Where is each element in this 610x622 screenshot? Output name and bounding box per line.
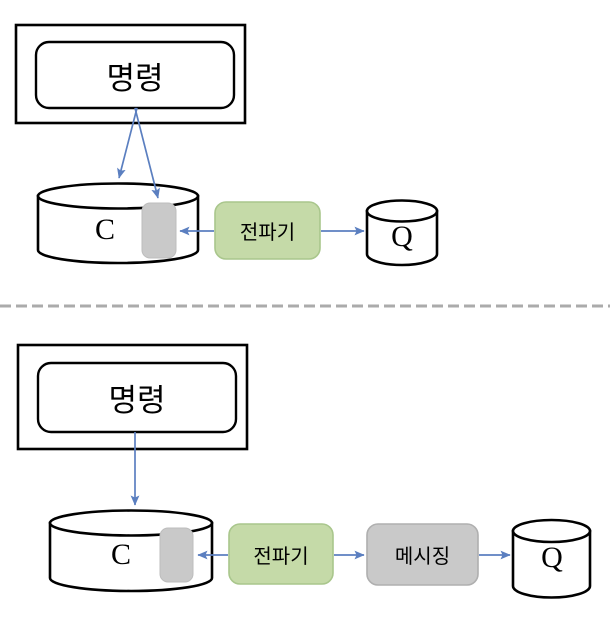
cylinder-q-top [365, 199, 439, 267]
edge-command-to-cylinder-c-top [117, 107, 138, 179]
command-inner-box-bottom [36, 361, 238, 434]
command-inner-box-top [34, 40, 236, 110]
cylinder-c-marker-top [141, 202, 177, 259]
cylinder-q-bottom [511, 518, 592, 599]
messaging-box-bottom [366, 523, 479, 586]
edge-command-to-marker-top [134, 107, 160, 199]
cylinder-c-marker-bottom [159, 527, 194, 583]
propagator-box-bottom [228, 523, 334, 585]
propagator-box-top [214, 201, 321, 260]
